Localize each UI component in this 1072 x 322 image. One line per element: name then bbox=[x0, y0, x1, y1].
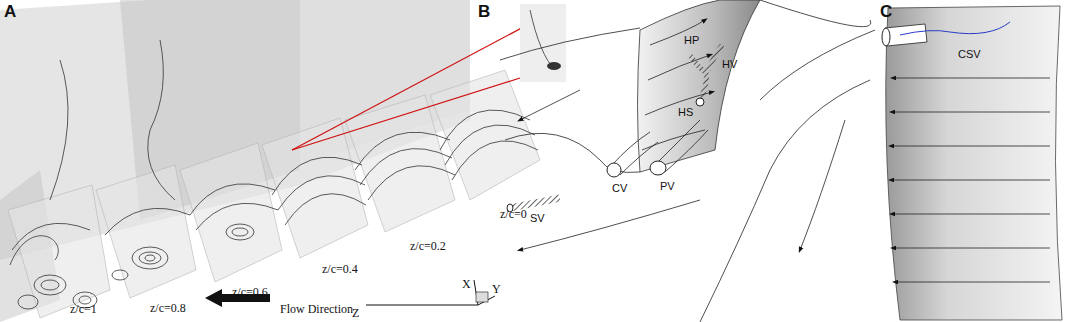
slice-label: z/c=0 bbox=[500, 208, 527, 221]
slice-label: z/c=0.6 bbox=[232, 286, 268, 299]
vortex-label: HS bbox=[678, 106, 693, 119]
slice-label: z/c=0.2 bbox=[410, 240, 446, 253]
slice-label: z/c=0.4 bbox=[322, 263, 358, 276]
vortex-label: CSV bbox=[958, 48, 981, 61]
axis-label: Y bbox=[492, 283, 501, 296]
panel-letter: B bbox=[478, 2, 490, 21]
axis-label: X bbox=[462, 278, 471, 291]
vortex-label: HV bbox=[722, 58, 737, 71]
slice-label: z/c=0.8 bbox=[150, 302, 186, 315]
vortex-label: SV bbox=[530, 212, 545, 225]
vortex-label: HP bbox=[684, 34, 699, 47]
axis-label: Z bbox=[352, 307, 359, 320]
panel-letter: A bbox=[4, 2, 16, 21]
panel-letter: C bbox=[880, 2, 892, 21]
flow-label: Flow Direction bbox=[280, 303, 353, 316]
slice-label: z/c=1 bbox=[70, 303, 97, 316]
vortex-label: PV bbox=[660, 180, 675, 193]
vortex-label: CV bbox=[612, 182, 627, 195]
